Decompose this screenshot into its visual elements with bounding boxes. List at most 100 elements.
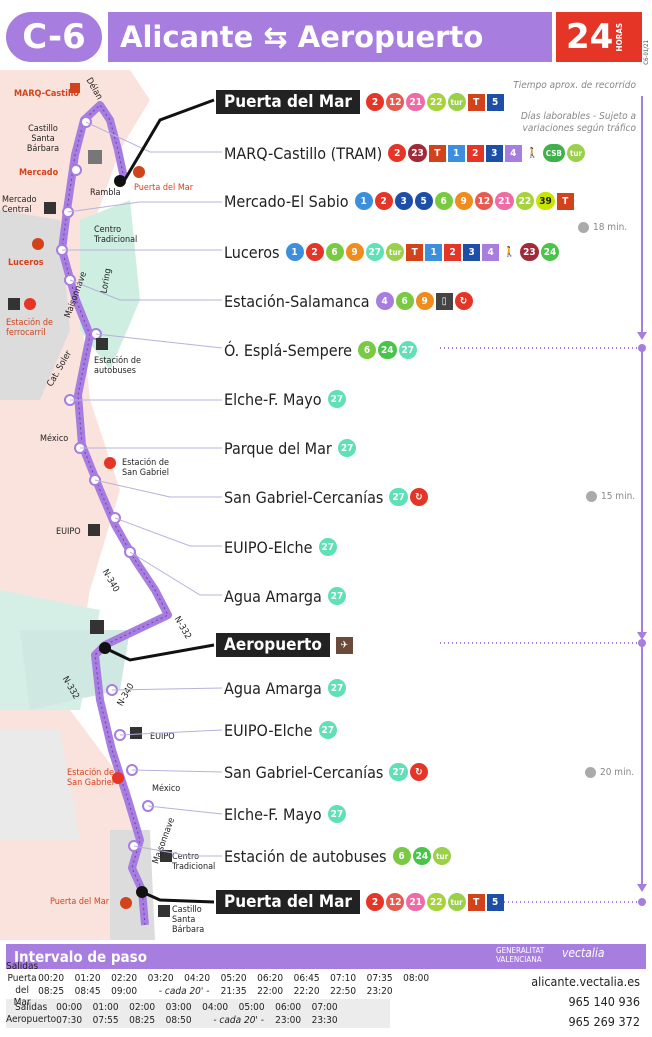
interval-header: Intervalo de paso	[6, 944, 646, 969]
map-label-sangabriel-return: Estación de San Gabriel	[67, 768, 114, 788]
stop-name: Elche-F. Mayo	[224, 804, 322, 824]
schedule-time: 02:00	[129, 1001, 156, 1013]
map-label-centro: Centro Tradicional	[94, 225, 138, 245]
line-badge: 2	[466, 144, 484, 162]
stop-name: San Gabriel-Cercanías	[224, 487, 384, 507]
tur-badge: tur	[447, 93, 466, 111]
tram-icon: T	[556, 192, 574, 210]
route-number: C-6	[6, 12, 102, 62]
line-badge: 22	[515, 192, 535, 210]
stop-name: Estación-Salamanca	[224, 291, 370, 311]
schedule-time: 22:00	[257, 985, 284, 997]
line-badge: 39	[536, 192, 555, 210]
tram-icon: T	[467, 93, 485, 111]
line-badge: 6	[358, 341, 377, 359]
castle-icon	[88, 150, 102, 164]
stop-name: Agua Amarga	[224, 586, 322, 606]
clock-icon	[578, 222, 589, 233]
line-badge: 21	[406, 893, 426, 911]
tur-badge: tur	[433, 847, 452, 865]
hours-text: HORAS	[615, 22, 625, 52]
line-badge: 27	[327, 390, 347, 408]
map-label-puerta-return: Puerta del Mar	[50, 897, 110, 907]
line-badge: 21	[406, 93, 426, 111]
phone-1: 965 140 936	[568, 994, 640, 1009]
line-badge: 12	[385, 93, 405, 111]
map-label-mexico-return: México	[152, 784, 181, 794]
website-link[interactable]: alicante.vectalia.es	[531, 974, 640, 989]
line-badge: 21	[495, 192, 514, 210]
line-badge: 9	[454, 192, 473, 210]
vectalia-logo: vectalia	[562, 946, 605, 960]
tram-icon	[120, 897, 132, 909]
line-badge: 2	[444, 243, 462, 261]
line-badge: 1	[447, 144, 465, 162]
map-label-euipo-return: EUIPO	[150, 732, 175, 742]
map-label-luceros: Luceros	[8, 258, 44, 268]
schedule-time: 04:00	[202, 1001, 229, 1013]
csb-badge: CSB	[542, 144, 565, 162]
schedule-time: 08:45	[74, 985, 101, 997]
line-badge: 2	[305, 243, 324, 261]
airplane-icon	[90, 620, 104, 634]
leader-lines	[62, 98, 223, 904]
map-label-marq: MARQ-Castillo	[14, 89, 79, 99]
generalitat-logo: GENERALITAT VALENCIANA	[496, 946, 545, 964]
schedule-time: 00:00	[56, 1001, 83, 1013]
tram-icon	[133, 166, 145, 178]
euipo-icon	[88, 524, 100, 536]
line-badge: 27	[337, 439, 357, 457]
schedule-time: 07:55	[92, 1014, 119, 1026]
line-badge: 5	[414, 192, 433, 210]
line-badge: 5	[486, 93, 504, 111]
schedule-time: 22:50	[330, 985, 357, 997]
tram-icon	[32, 238, 44, 250]
line-badge: 27	[389, 763, 408, 781]
line-badge: 22	[427, 893, 446, 911]
travel-time-1: 18 min.	[578, 222, 627, 233]
line-badge: 12	[385, 893, 405, 911]
timeline-arrows	[440, 96, 647, 906]
contact-info: alicante.vectalia.es 965 140 936 965 269…	[531, 972, 640, 1032]
schedule-time: 07:30	[56, 1014, 83, 1026]
line-badge: 27	[318, 538, 338, 556]
line-badge: 27	[365, 243, 385, 261]
schedule-time: 23:00	[275, 1014, 302, 1026]
stop-name: MARQ-Castillo (TRAM)	[224, 143, 383, 163]
schedule-time: 06:00	[275, 1001, 302, 1013]
line-badge: 23	[408, 144, 427, 162]
stop-name: Ó. Esplá-Sempere	[224, 340, 353, 360]
line-badge: 9	[345, 243, 364, 261]
renfe-icon	[112, 772, 124, 784]
schedule-time: 08:50	[165, 1014, 192, 1026]
schedule-time: 03:20	[147, 972, 174, 984]
schedule-time: 07:00	[311, 1001, 338, 1013]
route-title: Alicante ⇆ Aeropuerto	[108, 12, 552, 62]
map-label-mexico: México	[40, 434, 69, 444]
line-badge: 27	[327, 679, 347, 697]
hours-badge: 24 HORAS	[556, 12, 642, 62]
airplane-icon: ✈	[335, 636, 353, 654]
schedule-time: - cada 20' -	[158, 985, 210, 997]
map-label-estacion-ferro: Estación de ferrocarril	[6, 318, 53, 338]
stop-name: Agua Amarga	[224, 678, 322, 698]
castle-icon	[158, 905, 170, 917]
map-label-euipo: EUIPO	[56, 527, 81, 537]
line-badge: 6	[392, 847, 411, 865]
line-badge: 12	[474, 192, 494, 210]
line-badge: 24	[540, 243, 560, 261]
bus-station-icon	[96, 338, 108, 350]
schedule-time: 23:20	[366, 985, 393, 997]
schedule-time: 02:20	[111, 972, 138, 984]
line-badge: 4	[482, 243, 500, 261]
